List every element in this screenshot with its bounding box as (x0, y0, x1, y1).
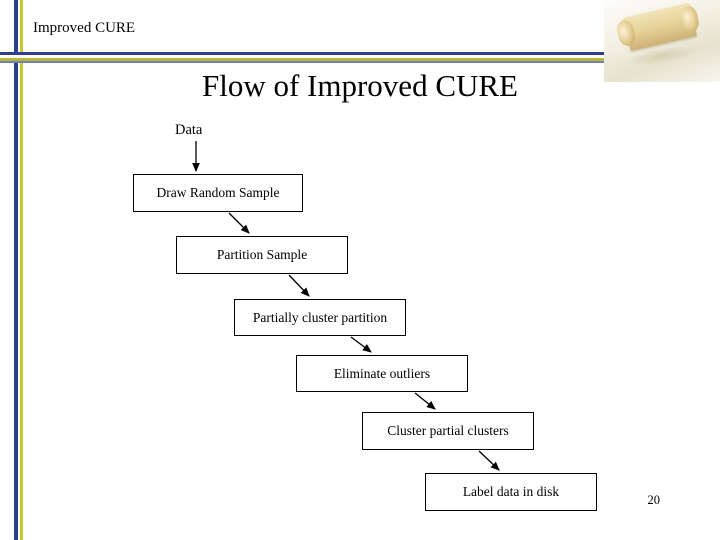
left-accent-bar-yellow (20, 0, 23, 540)
header-rule-blue-bottom (0, 61, 720, 63)
header-title: Improved CURE (33, 20, 136, 36)
flow-step-cluster-partial-clusters: Cluster partial clusters (362, 412, 534, 450)
flow-step-partition-sample: Partition Sample (176, 236, 348, 274)
page-title: Flow of Improved CURE (201, 68, 518, 103)
flow-step-partially-cluster-partition: Partially cluster partition (234, 299, 406, 336)
flow-step-label-data-in-disk: Label data in disk (425, 473, 597, 511)
page-number: 20 (647, 493, 661, 507)
scroll-decoration-icon (604, 0, 720, 82)
header-rule-yellow (0, 58, 720, 61)
flow-step-draw-random-sample: Draw Random Sample (133, 174, 303, 212)
left-accent-bar-blue (14, 0, 18, 540)
header-rule-white (0, 55, 720, 58)
flow-step-eliminate-outliers: Eliminate outliers (296, 355, 468, 392)
flow-start-label: Data (175, 122, 203, 138)
header-rule-blue-top (0, 52, 720, 55)
